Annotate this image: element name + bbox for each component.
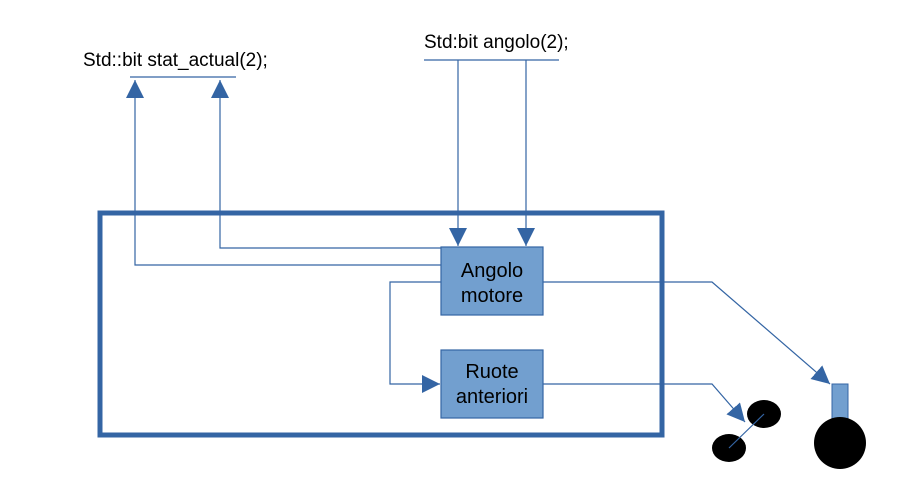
front-axle-line — [728, 413, 765, 449]
steering-wheel-shape — [814, 417, 866, 469]
stat-actual-output-arrow-2 — [211, 80, 441, 249]
block-ruote-anteriori-line2: anteriori — [456, 386, 528, 408]
steering-shaft-shape — [831, 383, 849, 423]
ruote-to-wheels-arrow — [543, 383, 746, 423]
block-angolo-motore-line2: motore — [461, 285, 523, 307]
block-ruote-anteriori — [440, 349, 544, 419]
signal-label-stat-actual: Std::bit stat_actual(2); — [83, 50, 268, 71]
motore-to-ruote-arrow — [389, 281, 441, 393]
block-ruote-anteriori-line1: Ruote — [465, 361, 518, 383]
motore-to-shaft-arrow — [543, 281, 831, 385]
block-angolo-motore-line1: Angolo — [461, 260, 523, 282]
system-boundary-frame — [97, 210, 665, 438]
signal-label-angolo: Std:bit angolo(2); — [424, 32, 569, 53]
block-angolo-motore — [440, 246, 544, 316]
stat-actual-output-arrow-1 — [126, 80, 441, 266]
